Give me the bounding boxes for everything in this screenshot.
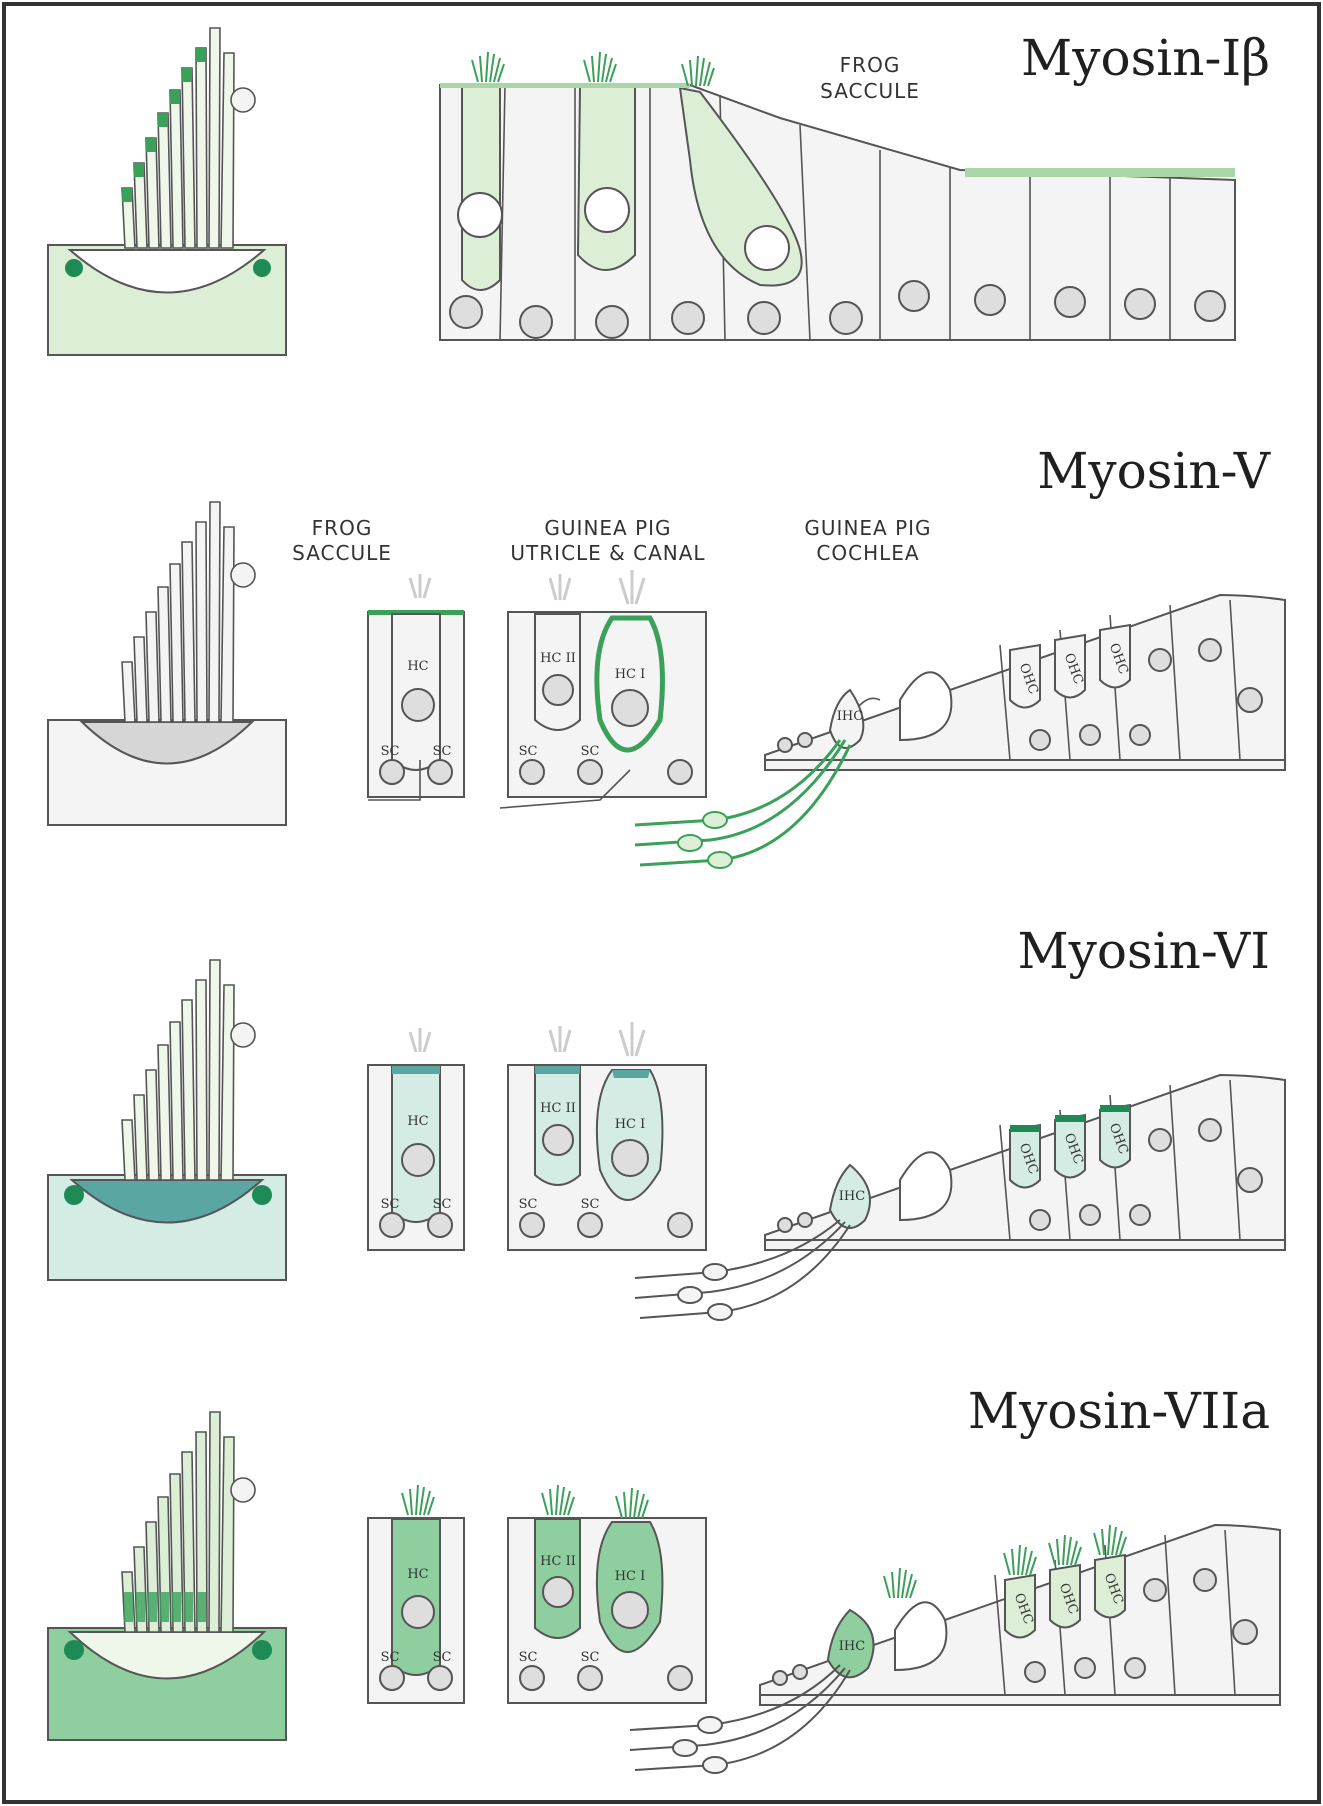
stereocilia-bundle [122,28,234,248]
label-sc: SC [581,1650,600,1665]
label-ihc: IHC [839,1189,865,1204]
label-hc: HC [407,1114,428,1129]
caption-cochlea-line-2: COCHLEA [816,541,919,565]
guinea-pig-utricle: HC II HC I SC SC [500,570,706,808]
panel-myosin-v: Myosin-V FROG SACCULE GUINEA PIG UTRICLE… [48,442,1285,868]
panel-myosin-viia: Myosin-VIIa HC SC [48,1382,1280,1773]
label-sc: SC [381,744,400,759]
panel-title: Myosin-V [1037,442,1271,500]
frog-saccule-hair-cell: HC SC SC [368,1485,464,1703]
label-hc2: HC II [540,1554,576,1569]
label-sc: SC [433,1650,452,1665]
caption-frog-line-1: FROG [312,516,373,540]
label-sc: SC [519,1197,538,1212]
caption-frog-line-2: SACCULE [292,541,392,565]
label-sc: SC [519,744,538,759]
label-sc: SC [519,1650,538,1665]
hair-bundle-apex-diagram [48,502,286,825]
label-sc: SC [581,744,600,759]
label-ihc: IHC [839,1639,865,1654]
guinea-pig-cochlea: IHC OHC OHC OHC [635,1075,1285,1320]
caption-utricle-line-2: UTRICLE & CANAL [510,541,705,565]
label-hc1: HC I [615,667,646,682]
hair-bundle-apex-diagram [48,1412,286,1740]
panel-myosin-vi: Myosin-VI HC SC SC [48,922,1285,1320]
label-sc: SC [581,1197,600,1212]
label-hc: HC [407,1567,428,1582]
label-hc: HC [407,659,428,674]
label-ihc: IHC [837,709,863,724]
panel-title: Myosin-Iβ [1021,29,1270,87]
caption-cochlea-line-1: GUINEA PIG [804,516,931,540]
label-sc: SC [381,1197,400,1212]
label-hc1: HC I [615,1117,646,1132]
junction-dot [65,259,83,277]
label-sc: SC [381,1650,400,1665]
label-sc: SC [433,1197,452,1212]
panel-title: Myosin-VI [1017,922,1270,980]
guinea-pig-cochlea: IHC OHC OHC OHC [635,595,1285,868]
label-sc: SC [433,744,452,759]
caption-line-1: FROG [840,53,901,77]
panel-myosin-1b: Myosin-Iβ FROG SACCULE [48,28,1270,355]
guinea-pig-utricle: HC II HC I SC SC [508,1485,706,1703]
panel-title: Myosin-VIIa [968,1382,1270,1440]
frog-saccule-hair-cell: HC SC SC [368,574,464,800]
label-hc1: HC I [615,1569,646,1584]
caption-utricle-line-1: GUINEA PIG [544,516,671,540]
label-hc2: HC II [540,1101,576,1116]
hair-bundle-apex-diagram [48,28,286,355]
caption-line-2: SACCULE [820,79,920,103]
hair-bundle-apex-diagram [48,960,286,1280]
guinea-pig-cochlea: IHC OHC OHC OHC [630,1525,1280,1773]
kinocilium-bulb [231,88,255,112]
label-hc2: HC II [540,651,576,666]
junction-dot [253,259,271,277]
guinea-pig-utricle: HC II HC I SC SC [508,1022,706,1250]
frog-saccule-hair-cell: HC SC SC [368,1028,464,1250]
